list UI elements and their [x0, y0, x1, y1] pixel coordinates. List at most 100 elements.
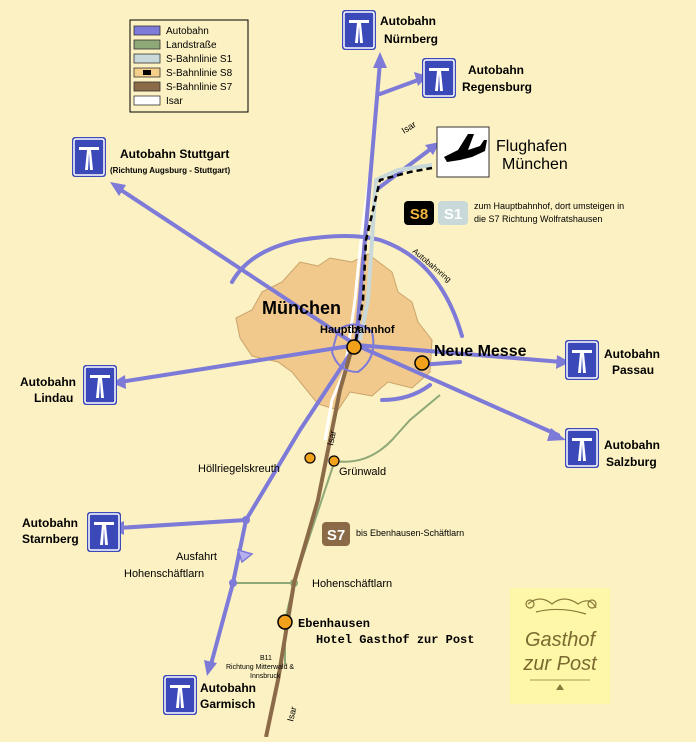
gasthof-zur-post-logo: Gasthof zur Post: [510, 588, 610, 704]
s8-note-line2: die S7 Richtung Wolfratshausen: [474, 214, 602, 224]
arrow-airport: [425, 142, 440, 155]
city-label: München: [262, 298, 341, 318]
legend-label: Autobahn: [166, 26, 209, 37]
autobahn-ring-south: [380, 383, 432, 402]
ausfahrt-label-line2: Hohenschäftlarn: [124, 568, 204, 580]
hoellriegelskreuth-station: [304, 452, 316, 464]
landstrasse-road: [329, 394, 441, 463]
motorway-nuernberg-icon: [342, 10, 376, 50]
garmisch-autobahn-label: Autobahn: [200, 681, 256, 695]
gruenwald-station: [328, 455, 340, 467]
s7-badge-label: S7: [327, 527, 345, 544]
junction-dot: [229, 579, 237, 587]
inner-city-loop: [330, 323, 375, 374]
ebenhausen-station: [277, 614, 293, 630]
regensburg-autobahn-label: Autobahn: [468, 63, 524, 77]
nuernberg-autobahn-label: Autobahn: [380, 14, 436, 28]
arrow-garmisch: [204, 660, 217, 676]
autobahn-ring: [230, 234, 464, 338]
hohenschaeftlarn-label: Hohenschäftlarn: [312, 578, 392, 590]
legend-label: S-Bahnlinie S8: [166, 68, 233, 79]
isar-label-south: Isar: [285, 705, 298, 722]
starnberg-autobahn-label: Autobahn: [22, 516, 78, 530]
s1-badge-label: S1: [444, 206, 462, 223]
junction-dot: [242, 516, 250, 524]
autobahn-starnberg: [116, 518, 248, 530]
hoellriegelskreuth-label: Höllriegelskreuth: [198, 463, 280, 475]
s8-badge: [404, 201, 434, 225]
s8-badge-label: S8: [410, 206, 428, 223]
hotel-label: Hotel Gasthof zur Post: [316, 633, 474, 647]
garmisch-label: Garmisch: [200, 697, 255, 711]
legend-label: S-Bahnlinie S7: [166, 82, 233, 93]
legend-swatch: [133, 39, 161, 50]
arrow-passau: [556, 355, 570, 369]
motorway-regensburg-icon: [422, 58, 456, 98]
arrow-lindau: [112, 375, 126, 389]
s7-line: [264, 347, 354, 738]
motorway-passau-icon: [565, 340, 599, 380]
passau-label: Passau: [612, 363, 654, 377]
b11-label-line3: Innsbruck: [250, 673, 281, 680]
starnberg-label: Starnberg: [22, 532, 79, 546]
legend-swatch: [133, 95, 161, 106]
airport-label-line2: München: [502, 156, 568, 173]
s8-line: [354, 166, 433, 341]
s1-badge: [438, 201, 468, 225]
legend-swatch: [133, 81, 161, 92]
salzburg-label: Salzburg: [606, 455, 657, 469]
neue-messe-label: Neue Messe: [434, 343, 527, 360]
stuttgart-note: (Richtung Augsburg - Stuttgart): [110, 166, 230, 175]
motorway-stuttgart-icon: [72, 137, 106, 177]
b11-label-line2: Richtung Mitterwald &: [226, 664, 294, 671]
regensburg-label: Regensburg: [462, 80, 532, 94]
nuernberg-label: Nürnberg: [384, 32, 438, 46]
motorway-salzburg-icon: [565, 428, 599, 468]
s8-note-line1: zum Hauptbahnhof, dort umsteigen in: [474, 201, 624, 211]
isar-river: [323, 159, 374, 441]
isar-label-middle: Isar: [325, 430, 338, 447]
airport-label-line1: Flughafen: [496, 138, 567, 155]
ausfahrt-marker: [236, 548, 254, 564]
ausfahrt-label-line1: Ausfahrt: [176, 551, 217, 563]
b11-label-line1: B11: [260, 655, 272, 662]
s7-badge: [322, 522, 350, 546]
arrow-nuernberg: [373, 52, 387, 68]
gruenwald-label: Grünwald: [339, 466, 386, 478]
motorway-starnberg-icon: [87, 512, 121, 552]
legend-swatch: [133, 25, 161, 36]
s7-note: bis Ebenhausen-Schäftlarn: [356, 528, 464, 538]
autobahn-salzburg: [354, 343, 560, 437]
autobahn-lindau: [118, 343, 358, 384]
arrow-salzburg: [547, 428, 566, 441]
isar-label-north: Isar: [400, 119, 418, 135]
legend-swatch: [133, 53, 161, 64]
autobahn-stuttgart: [116, 186, 358, 347]
legend-swatch-dash: [143, 70, 151, 75]
legend-label: Isar: [166, 96, 183, 107]
motorway-garmisch-icon: [163, 675, 197, 715]
autobahn-network: [116, 60, 564, 670]
ebenhausen-label: Ebenhausen: [298, 617, 370, 631]
motorway-icons: [72, 10, 599, 715]
autobahn-nuernberg: [354, 60, 382, 347]
motorway-lindau-icon: [83, 365, 117, 405]
autobahn-regensburg: [378, 78, 420, 96]
autobahn-passau: [354, 343, 564, 364]
airport-icon: [436, 126, 490, 178]
passau-autobahn-label: Autobahn: [604, 347, 660, 361]
logo-word-zur-post: zur Post: [522, 653, 598, 675]
legend-label: S-Bahnlinie S1: [166, 54, 233, 65]
hauptbahnhof-label: Hauptbahnhof: [320, 324, 395, 336]
lindau-label: Lindau: [34, 391, 73, 405]
logo-word-gasthof: Gasthof: [525, 629, 597, 651]
salzburg-autobahn-label: Autobahn: [604, 438, 660, 452]
neue-messe-marker: [414, 355, 430, 371]
lindau-autobahn-label: Autobahn: [20, 375, 76, 389]
stuttgart-label: Autobahn Stuttgart: [120, 147, 229, 161]
arrow-stuttgart: [110, 182, 126, 196]
